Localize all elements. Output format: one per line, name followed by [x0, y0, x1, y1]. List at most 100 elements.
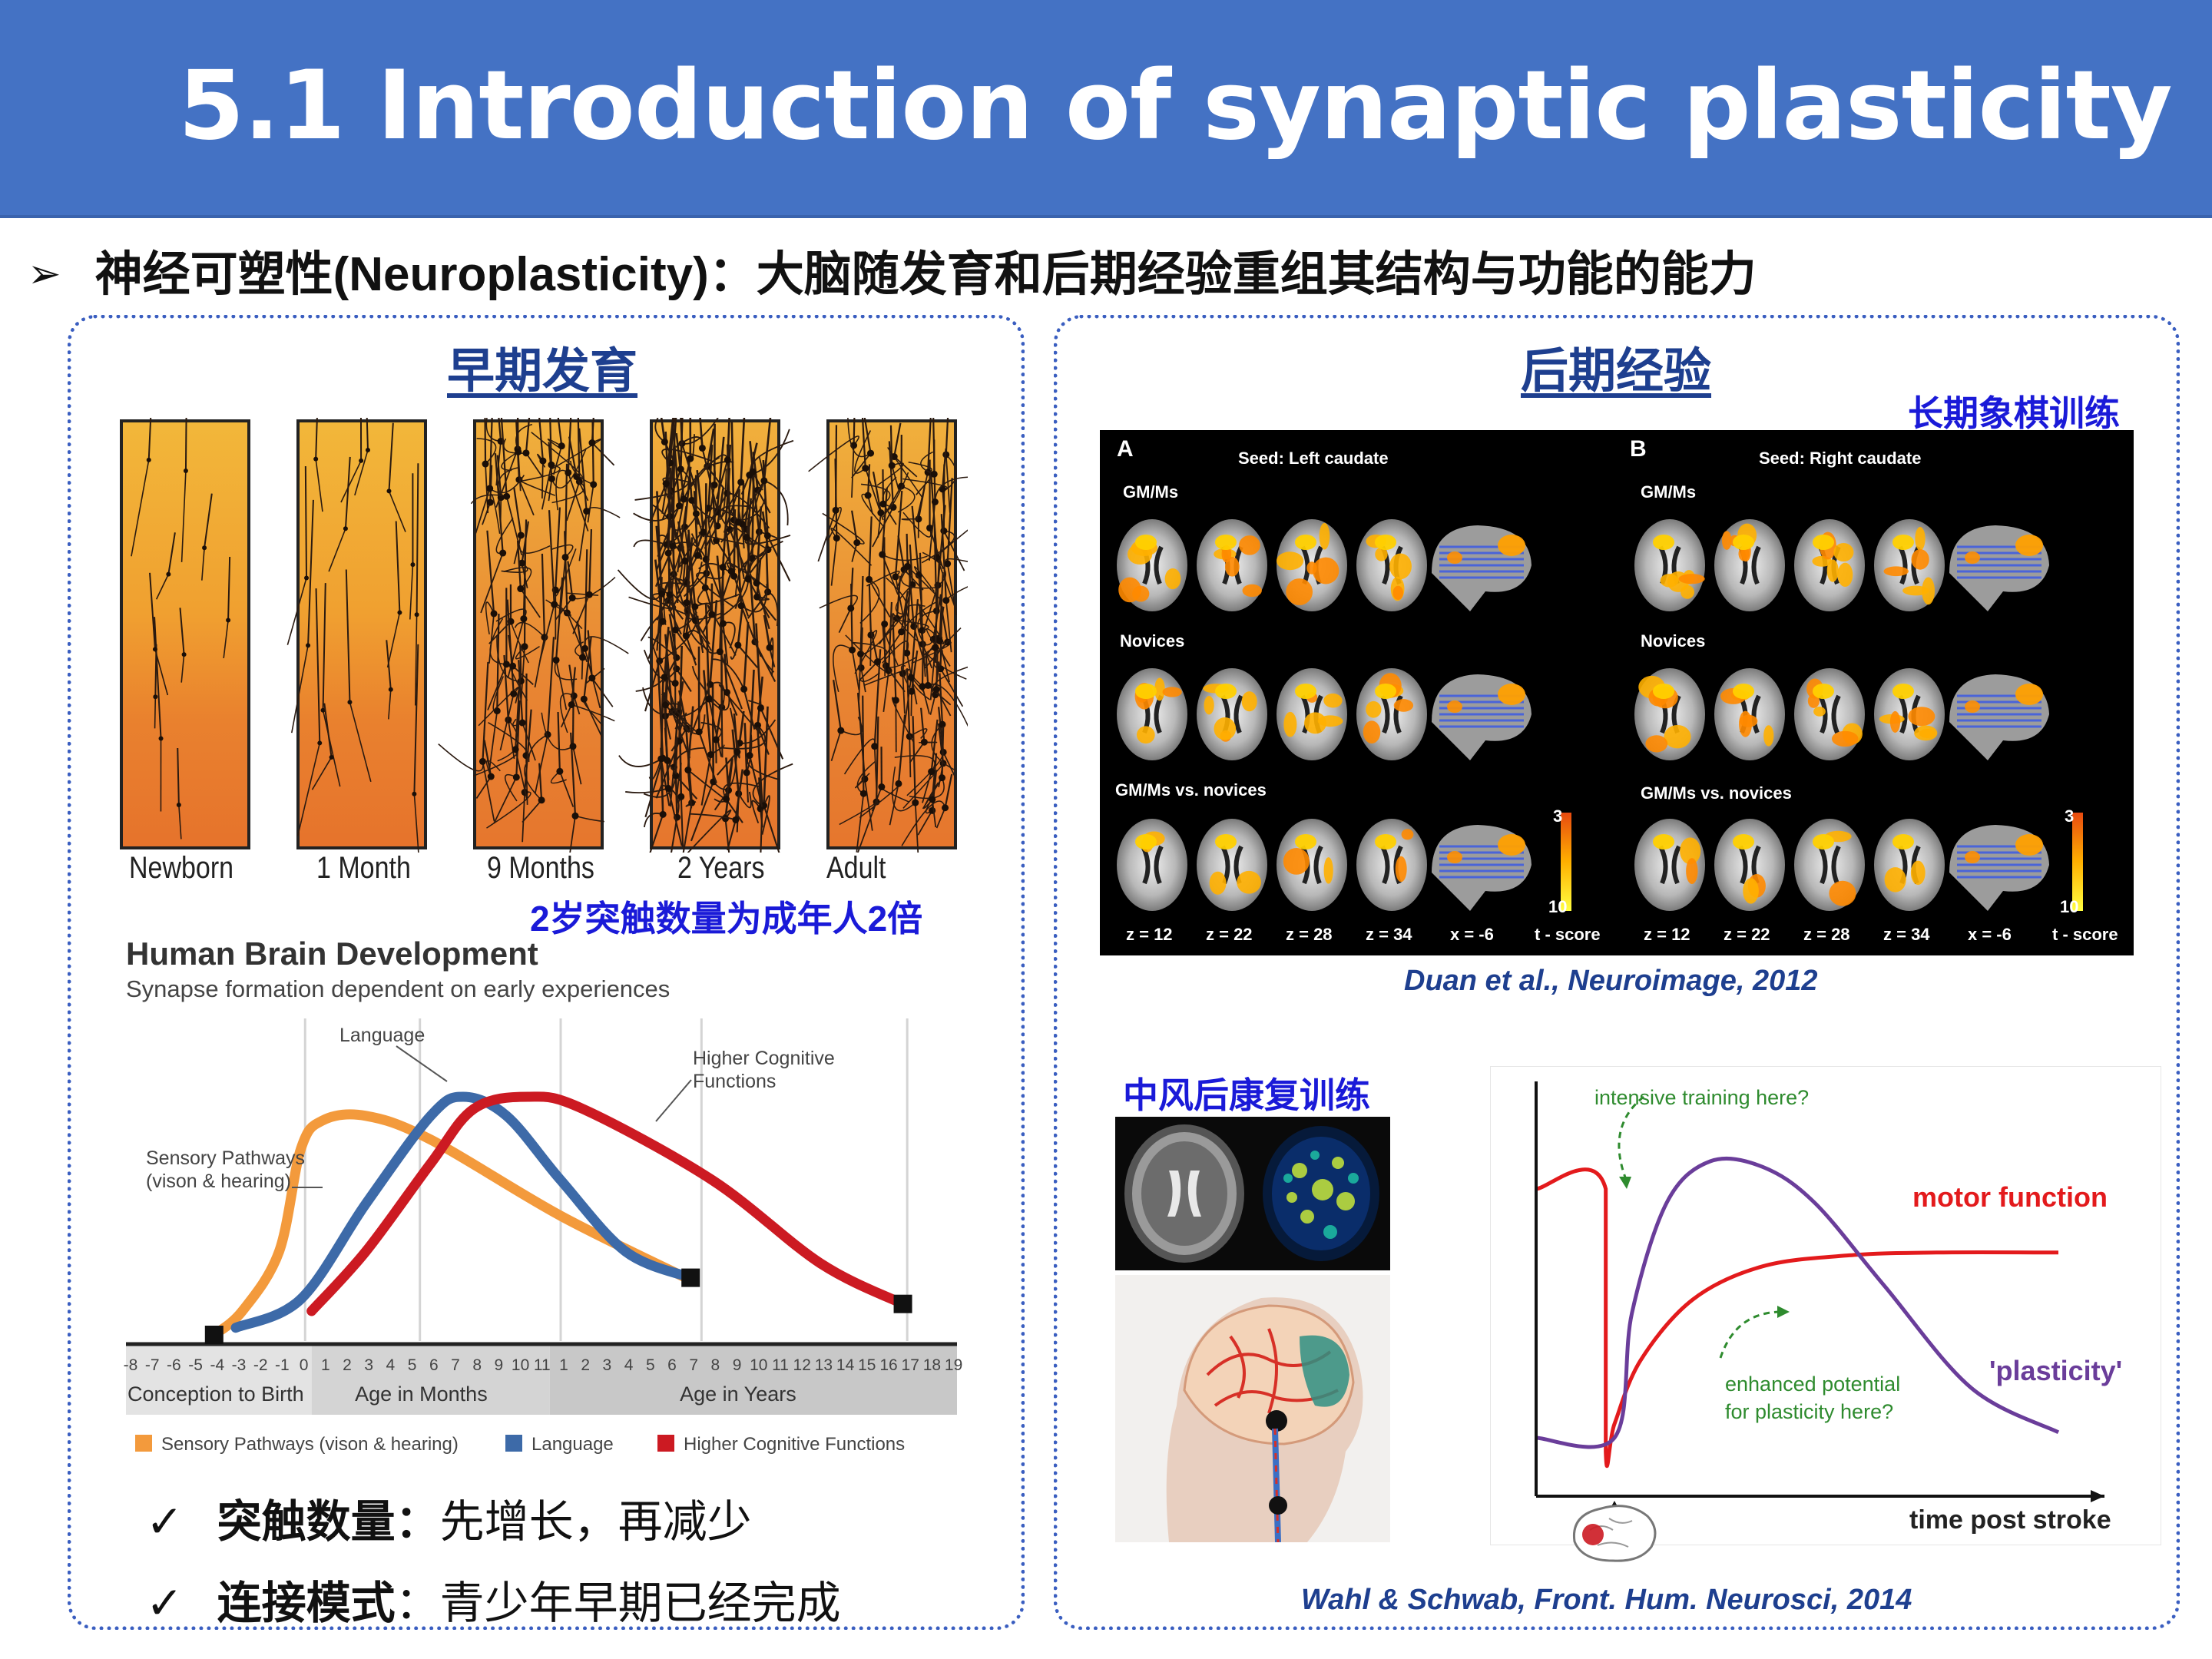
sagittal-slice — [1432, 525, 1532, 611]
sagittal-slice — [1949, 825, 2049, 911]
row-label-vs: GM/Ms vs. novices — [1641, 783, 1792, 803]
neuron-strip — [808, 418, 968, 853]
x-tick-label: -1 — [275, 1356, 290, 1374]
stage-label-2-years: 2 Years — [677, 851, 765, 885]
axial-slice — [1714, 519, 1785, 611]
x-tick-label: -5 — [188, 1356, 203, 1374]
stage-label-adult: Adult — [826, 851, 886, 885]
check-icon: ✓ — [146, 1578, 184, 1628]
annotation-language: Language — [339, 1025, 425, 1046]
x-tick-label: 10 — [512, 1356, 529, 1374]
x-tick-label: -6 — [167, 1356, 181, 1374]
right-panel-title: 后期经验 — [1521, 345, 1712, 398]
stage-label-9-months: 9 Months — [487, 851, 594, 885]
x-tick-label: 3 — [364, 1356, 373, 1374]
x-section-label: Conception to Birth — [127, 1382, 304, 1406]
check-icon: ✓ — [146, 1497, 184, 1547]
x-tick-label: 1 — [321, 1356, 330, 1374]
head-illustration — [1115, 1275, 1390, 1542]
slice-label: z = 12 — [1126, 925, 1173, 944]
x-band-conception — [126, 1346, 312, 1415]
x-tick-label: 2 — [581, 1356, 590, 1374]
axial-slice — [1794, 668, 1865, 760]
series-language — [230, 1091, 696, 1333]
series-end-marker — [893, 1294, 912, 1313]
x-tick-label: 17 — [902, 1356, 919, 1374]
axial-slice — [1634, 819, 1705, 911]
axial-slice — [1197, 819, 1267, 911]
annotation-sensory: Sensory Pathways(vison & hearing) — [146, 1147, 305, 1192]
x-tick-label: 4 — [386, 1356, 396, 1374]
slice-label: z = 28 — [1286, 925, 1333, 944]
citation-duan: Duan et al., Neuroimage, 2012 — [1404, 965, 1818, 997]
axial-slice — [1714, 668, 1785, 760]
x-section-label: Age in Years — [680, 1382, 796, 1406]
sagittal-slice — [1949, 525, 2049, 611]
axial-slice — [1197, 519, 1267, 611]
x-tick-label: 10 — [750, 1356, 767, 1374]
axial-slice — [1356, 668, 1427, 760]
x-tick-label: 5 — [408, 1356, 417, 1374]
x-tick-label: 9 — [495, 1356, 504, 1374]
scale-bottom: 10 — [2060, 897, 2079, 916]
x-tick-label: 8 — [711, 1356, 720, 1374]
x-tick-label: 13 — [815, 1356, 833, 1374]
seed-a-label: Seed: Left caudate — [1238, 449, 1389, 468]
axial-slice — [1117, 819, 1187, 911]
axial-slice — [1794, 519, 1865, 611]
neuron-strip — [120, 418, 250, 849]
axial-slice — [1117, 668, 1187, 760]
x-band-years — [549, 1346, 957, 1415]
left-panel-title: 早期发育 — [447, 345, 638, 398]
slice-label: z = 28 — [1803, 925, 1850, 944]
series-sensory-pathways — [209, 1109, 696, 1340]
neuron-strip — [286, 418, 427, 853]
row-label-novices: Novices — [1641, 631, 1706, 651]
slice-label: t - score — [1535, 925, 1601, 944]
series-motor-function — [1535, 1167, 2059, 1469]
x-tick-label: -3 — [232, 1356, 247, 1374]
x-tick-label: -7 — [145, 1356, 160, 1374]
x-tick-label: -8 — [124, 1356, 138, 1374]
title-bar — [0, 0, 2212, 218]
series-end-marker — [204, 1326, 224, 1344]
x-tick-label: 3 — [603, 1356, 612, 1374]
legend-swatch — [657, 1435, 674, 1452]
check-text: ：青少年早期已经完成 — [395, 1578, 841, 1628]
legend-swatch — [135, 1435, 152, 1452]
scale-bottom: 10 — [1548, 897, 1568, 916]
series-end-marker — [681, 1268, 700, 1287]
x-band-months — [311, 1346, 550, 1415]
stroke-brain-icon — [1572, 1505, 1657, 1562]
check-bold: 连接模式 — [217, 1578, 396, 1628]
stroke-rehab-label: 中风后康复训练 — [1123, 1075, 1370, 1115]
check-item-synapse-count: ✓突触数量：先增长，再减少 — [146, 1485, 752, 1550]
row-label-gm: GM/Ms — [1123, 482, 1179, 502]
legend-label: Language — [531, 1434, 614, 1455]
synapse-count-note: 2岁突触数量为成年人2倍 — [530, 899, 923, 939]
legend-label: Sensory Pathways (vison & hearing) — [161, 1434, 459, 1455]
axial-slice — [1277, 519, 1347, 611]
scale-top: 3 — [1553, 806, 1563, 826]
x-section-label: Age in Months — [355, 1382, 488, 1406]
seed-b-label: Seed: Right caudate — [1759, 449, 1922, 468]
x-tick-label: 19 — [945, 1356, 962, 1374]
x-tick-label: 1 — [559, 1356, 568, 1374]
right-panel — [1054, 315, 2180, 1630]
fmri-brain-slices — [1117, 519, 2083, 911]
main-bullet: ➢神经可塑性(Neuroplasticity)：大脑随发育和后期经验重组其结构与… — [28, 235, 1757, 304]
axial-slice — [1874, 668, 1945, 760]
neuron-strip — [438, 418, 629, 853]
chart-subtitle: Synapse formation dependent on early exp… — [126, 975, 671, 1002]
check-text: 先增长，再减少 — [439, 1497, 752, 1547]
axial-slice — [1634, 668, 1705, 760]
axial-slice — [1874, 819, 1945, 911]
stage-label-newborn: Newborn — [129, 851, 234, 885]
axial-slice — [1714, 819, 1785, 911]
x-tick-label: 12 — [793, 1356, 811, 1374]
slide-title: 5.1 Introduction of synaptic plasticity — [178, 51, 2173, 161]
row-label-novices: Novices — [1120, 631, 1185, 651]
plasticity-label: 'plasticity' — [1989, 1355, 2123, 1386]
x-tick-label: 14 — [836, 1356, 855, 1374]
